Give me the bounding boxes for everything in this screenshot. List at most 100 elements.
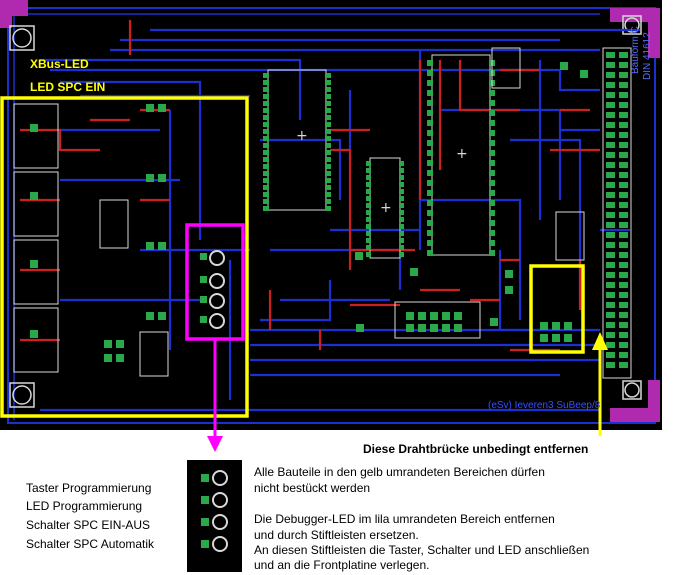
- pad: [30, 192, 38, 200]
- pad: [263, 164, 269, 169]
- pad: [325, 185, 331, 190]
- pad: [325, 192, 331, 197]
- pad: [146, 312, 154, 320]
- pad: [116, 354, 124, 362]
- pad: [399, 224, 404, 229]
- ic-middle: +: [366, 157, 404, 259]
- pad: [489, 210, 495, 216]
- pad: [356, 324, 364, 332]
- pad: [489, 180, 495, 186]
- pad: [619, 312, 628, 318]
- pad: [399, 245, 404, 250]
- pad: [263, 206, 269, 211]
- pad: [606, 162, 615, 168]
- pad: [606, 182, 615, 188]
- pad: [427, 250, 433, 256]
- pad: [427, 130, 433, 136]
- pad: [399, 231, 404, 236]
- pad: [263, 80, 269, 85]
- note-line: nicht bestückt werden: [254, 481, 371, 495]
- pad: [606, 82, 615, 88]
- pad: [430, 324, 438, 332]
- pad: [263, 199, 269, 204]
- pad: [427, 230, 433, 236]
- pad: [619, 172, 628, 178]
- note-line: und durch Stiftleisten ersetzen.: [254, 528, 419, 542]
- pad: [606, 102, 615, 108]
- pad: [552, 334, 560, 342]
- pad: [489, 160, 495, 166]
- note-line: An diesen Stiftleisten die Taster, Schal…: [254, 543, 590, 557]
- pad: [489, 240, 495, 246]
- pad: [366, 238, 371, 243]
- pad: [619, 192, 628, 198]
- pad: [606, 262, 615, 268]
- pad: [427, 240, 433, 246]
- edge-connector: [602, 47, 632, 379]
- xbus-led-label: XBus-LED: [30, 57, 89, 71]
- svg-text:+: +: [296, 128, 308, 144]
- pad: [442, 324, 450, 332]
- legend-item: LED Programmierung: [26, 499, 143, 513]
- pad: [427, 200, 433, 206]
- pad: [606, 142, 615, 148]
- pad: [427, 80, 433, 86]
- pad: [263, 73, 269, 78]
- pad: [619, 242, 628, 248]
- pad: [427, 140, 433, 146]
- pad: [325, 101, 331, 106]
- pad: [263, 94, 269, 99]
- pad: [366, 210, 371, 215]
- yellow-area-right: [529, 264, 585, 354]
- wire-bridge-callout: Diese Drahtbrücke unbedingt entfernen: [363, 442, 589, 456]
- pad: [619, 302, 628, 308]
- left-component-blocks: [13, 47, 585, 373]
- pad: [158, 312, 166, 320]
- pad: [325, 199, 331, 204]
- pad: [606, 322, 615, 328]
- pad: [263, 150, 269, 155]
- legend-item: Taster Programmierung: [26, 481, 152, 495]
- pad: [366, 175, 371, 180]
- pad: [104, 340, 112, 348]
- pad: [146, 242, 154, 250]
- ic-left-large: +: [263, 69, 331, 211]
- pad: [606, 92, 615, 98]
- pad: [263, 157, 269, 162]
- led-outline: [212, 514, 228, 530]
- pad: [619, 292, 628, 298]
- pad: [619, 222, 628, 228]
- pad: [540, 334, 548, 342]
- pad: [325, 157, 331, 162]
- pad: [442, 312, 450, 320]
- pad: [606, 272, 615, 278]
- pad: [619, 232, 628, 238]
- pad: [619, 102, 628, 108]
- pad: [427, 90, 433, 96]
- pad: [619, 82, 628, 88]
- pad: [489, 130, 495, 136]
- pad: [427, 190, 433, 196]
- pad: [564, 334, 572, 342]
- pad: [366, 161, 371, 166]
- pad: [263, 171, 269, 176]
- debugger-leds: [200, 250, 225, 329]
- led-outline: [212, 470, 228, 486]
- pad: [325, 164, 331, 169]
- pad: [30, 260, 38, 268]
- pad: [406, 312, 414, 320]
- pad: [454, 312, 462, 320]
- pad: [606, 282, 615, 288]
- pad: [325, 206, 331, 211]
- pad: [158, 242, 166, 250]
- pad: [366, 252, 371, 257]
- pad: [564, 322, 572, 330]
- pad: [606, 112, 615, 118]
- pad: [606, 232, 615, 238]
- pad: [399, 175, 404, 180]
- pad: [606, 132, 615, 138]
- pad: [489, 90, 495, 96]
- pad: [325, 115, 331, 120]
- ic-lower-left: [139, 331, 169, 377]
- pad: [418, 312, 426, 320]
